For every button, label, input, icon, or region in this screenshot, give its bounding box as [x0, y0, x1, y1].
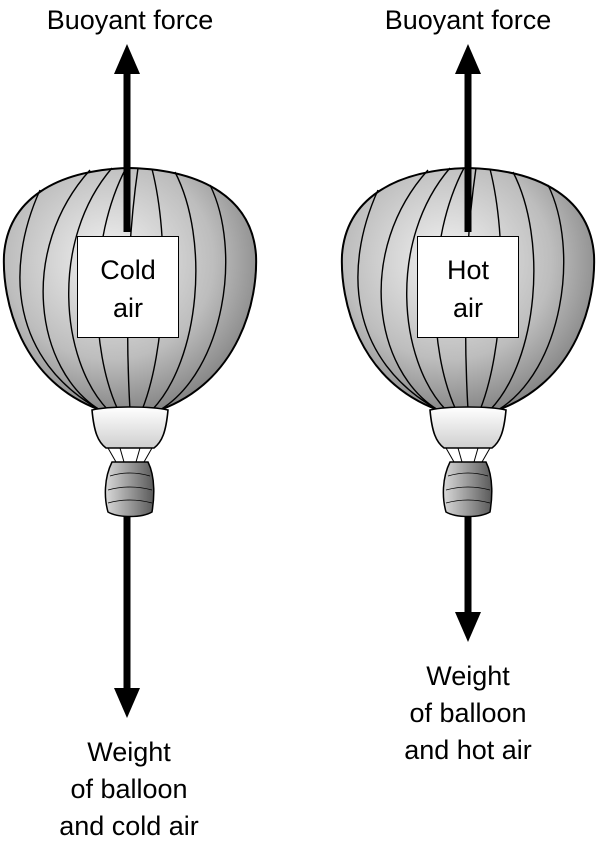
right-weight-line2: of balloon: [409, 698, 527, 728]
right-buoyant-force-label: Buoyant force: [384, 5, 552, 35]
left-air-box-line2: air: [112, 293, 143, 323]
left-air-box-line1: Cold: [100, 255, 156, 285]
left-buoyant-force-label: Buoyant force: [46, 5, 214, 35]
left-balloon-basket: [104, 461, 155, 518]
left-air-box: Cold air: [77, 236, 179, 338]
right-buoyant-arrow: [455, 44, 481, 232]
right-balloon-skirt: [429, 406, 507, 449]
right-air-box-line1: Hot: [446, 255, 490, 285]
right-balloon-ropes: [445, 447, 491, 463]
left-basket-weave: [107, 472, 153, 504]
left-weight-line3: and cold air: [59, 811, 199, 841]
left-balloon-skirt: [91, 406, 169, 449]
right-air-box: Hot air: [417, 236, 519, 338]
right-weight-label: Weight of balloon and hot air: [340, 658, 596, 769]
left-buoyant-arrow: [114, 44, 140, 232]
left-weight-label: Weight of balloon and cold air: [0, 734, 258, 845]
right-weight-arrow: [455, 516, 481, 642]
right-weight-line3: and hot air: [404, 735, 532, 765]
left-weight-line2: of balloon: [70, 774, 188, 804]
right-basket-weave: [445, 472, 491, 504]
left-balloon-ropes: [107, 447, 153, 463]
right-air-box-line2: air: [452, 293, 483, 323]
left-weight-arrow: [114, 516, 140, 718]
left-weight-line1: Weight: [87, 737, 171, 767]
right-weight-line1: Weight: [426, 661, 510, 691]
